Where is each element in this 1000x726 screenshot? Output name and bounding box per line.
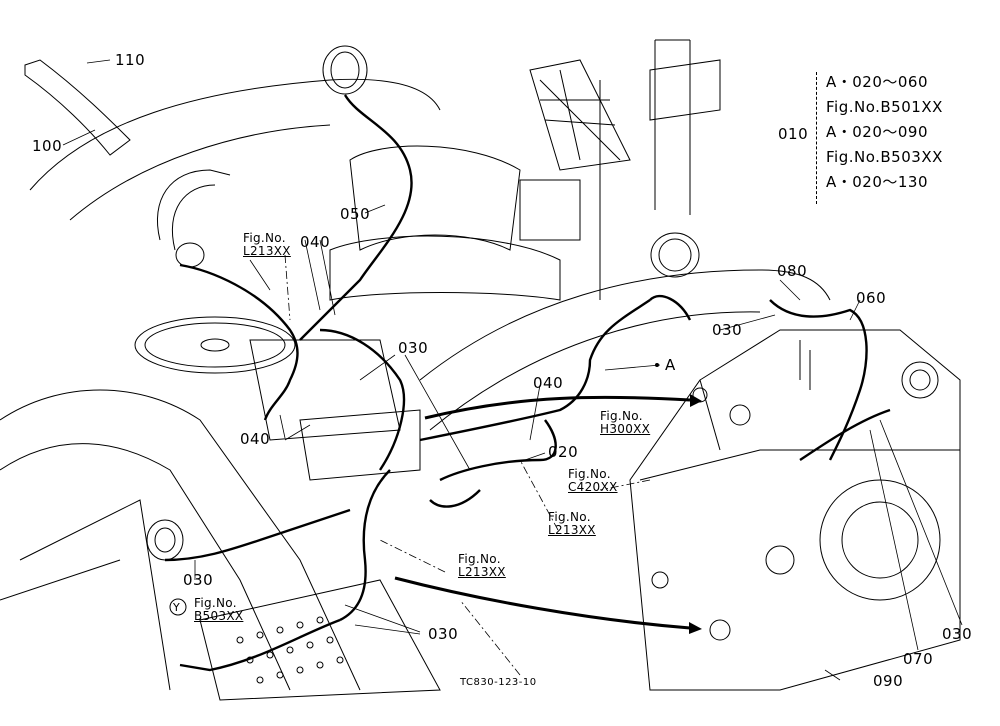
- part-number-070: 070: [903, 650, 934, 668]
- part-number-030-center: 030: [398, 339, 429, 357]
- rear-fender: [419, 269, 831, 381]
- legend-010: A・020～060 Fig.No.B501XX A・020～090 Fig.No…: [826, 70, 943, 195]
- seat-cushion: [329, 235, 561, 301]
- marker-a: A: [665, 356, 676, 374]
- work-lamp-top: [322, 45, 368, 95]
- seat-back: [349, 145, 521, 251]
- fig-ref-l213-low: Fig.No. L213XX: [458, 552, 506, 579]
- part-number-090: 090: [873, 672, 904, 690]
- work-lamp-right: [650, 232, 700, 278]
- rops-frame: [654, 39, 691, 215]
- arrow-to-housing-lower: [394, 576, 702, 634]
- fender-mark-strip: [24, 59, 131, 156]
- legend-brace: [816, 72, 827, 204]
- fig-ref-c420: Fig.No. C420XX: [568, 467, 618, 494]
- fender-outline: [29, 78, 441, 191]
- fig-ref-h300: Fig.No. H300XX: [600, 409, 651, 436]
- hood-outline: [0, 389, 361, 691]
- part-number-110: 110: [115, 51, 146, 69]
- legend-row-5: A・020～130: [826, 173, 929, 191]
- marker-y-circle: [169, 598, 187, 616]
- wiring-harness: [164, 94, 891, 672]
- part-number-050: 050: [340, 205, 371, 223]
- arrow-to-housing-upper: [424, 394, 702, 420]
- part-number-100: 100: [32, 137, 63, 155]
- light-left: [146, 519, 184, 561]
- fender-inner: [69, 124, 331, 221]
- fig-ref-l213-top: Fig.No. L213XX: [243, 231, 291, 258]
- part-number-010: 010: [778, 125, 809, 143]
- drawing-code: TC830-123-10: [460, 677, 537, 688]
- part-number-030-right: 030: [712, 321, 743, 339]
- part-number-030-bottom: 030: [428, 625, 459, 643]
- marker-y: Y: [173, 601, 181, 614]
- part-number-060: 060: [856, 289, 887, 307]
- part-number-040-mid: 040: [533, 374, 564, 392]
- floor-holes: [236, 616, 344, 684]
- legend-row-3: A・020～090: [826, 123, 929, 141]
- hood-inner: [0, 443, 291, 691]
- part-number-040-bottom: 040: [240, 430, 271, 448]
- legend-row-1: A・020～060: [826, 73, 929, 91]
- transmission-housing: [629, 329, 961, 691]
- legend-row-4: Fig.No.B503XX: [826, 148, 943, 166]
- floor-plate: [199, 579, 441, 701]
- legend-row-2: Fig.No.B501XX: [826, 98, 943, 116]
- steering-wheel: [134, 316, 296, 374]
- part-number-030-left: 030: [183, 571, 214, 589]
- fig-ref-b503: Fig.No. B503XX: [194, 596, 244, 623]
- fig-ref-l213-mid: Fig.No. L213XX: [548, 510, 596, 537]
- part-number-020: 020: [548, 443, 579, 461]
- part-number-080: 080: [777, 262, 808, 280]
- part-number-030-far-right: 030: [942, 625, 973, 643]
- part-number-040-top: 040: [300, 233, 331, 251]
